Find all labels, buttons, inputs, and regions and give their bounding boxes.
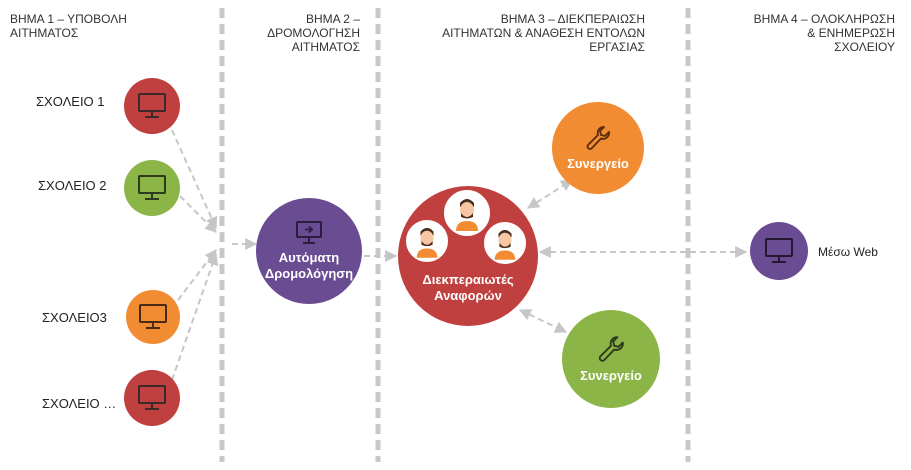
wrench-icon — [598, 336, 624, 362]
person-avatar — [482, 220, 528, 266]
school-node — [124, 160, 180, 216]
step-3-title: ΒΗΜΑ 3 – ΔΙΕΚΠΕΡΑΙΩΣΗ ΑΙΤΗΜΑΤΩΝ & ΑΝΑΘΕΣ… — [442, 12, 645, 54]
workshop-label: Συνεργείο — [567, 156, 629, 171]
school-node — [126, 290, 180, 344]
monitor-icon — [138, 93, 166, 118]
school-label: ΣΧΟΛΕΙΟ 2 — [38, 178, 107, 193]
school-label: ΣΧΟΛΕΙΟ … — [42, 396, 117, 411]
monitor-icon — [765, 238, 793, 263]
person-icon — [494, 229, 516, 260]
school-node — [124, 370, 180, 426]
arrow-school-3 — [177, 249, 217, 301]
workshop-node: Συνεργείο — [552, 102, 644, 194]
monitor-icon — [138, 385, 166, 410]
school-label: ΣΧΟΛΕΙΟ3 — [42, 310, 107, 325]
person-avatar — [442, 188, 492, 238]
wrench-icon — [586, 126, 610, 150]
school-label: ΣΧΟΛΕΙΟ 1 — [36, 94, 105, 109]
arrow-handlers-workshop-1 — [526, 179, 574, 209]
handlers-label: Διεκπεραιωτές Αναφορών — [422, 272, 514, 303]
step-2-title: ΒΗΜΑ 2 – ΔΡΟΜΟΛΟΓΗΣΗ ΑΙΤΗΜΑΤΟΣ — [267, 12, 360, 54]
web-label: Μέσω Web — [818, 245, 878, 259]
school-node — [124, 78, 180, 134]
person-icon — [456, 199, 478, 231]
person-icon — [416, 227, 438, 258]
workshop-node: Συνεργείο — [562, 310, 660, 408]
monitor-arrow-icon — [296, 221, 322, 244]
arrow-school-2 — [179, 195, 217, 233]
monitor-icon — [139, 304, 167, 329]
arrow-school-4 — [171, 252, 219, 381]
routing-label: Αυτόματη Δρομολόγηση — [264, 250, 354, 281]
monitor-icon — [138, 175, 166, 200]
step-4-title: ΒΗΜΑ 4 – ΟΛΟΚΛΗΡΩΣΗ & ΕΝΗΜΕΡΩΣΗ ΣΧΟΛΕΙΟΥ — [753, 12, 895, 54]
arrow-handlers-workshop-2 — [518, 309, 568, 333]
web-node — [750, 222, 808, 280]
workshop-label: Συνεργείο — [580, 368, 642, 383]
step-1-title: ΒΗΜΑ 1 – ΥΠΟΒΟΛΗ ΑΙΤΗΜΑΤΟΣ — [10, 12, 127, 40]
arrow-school-1 — [171, 129, 218, 230]
routing-node: Αυτόματη Δρομολόγηση — [256, 198, 362, 304]
person-avatar — [404, 218, 450, 264]
